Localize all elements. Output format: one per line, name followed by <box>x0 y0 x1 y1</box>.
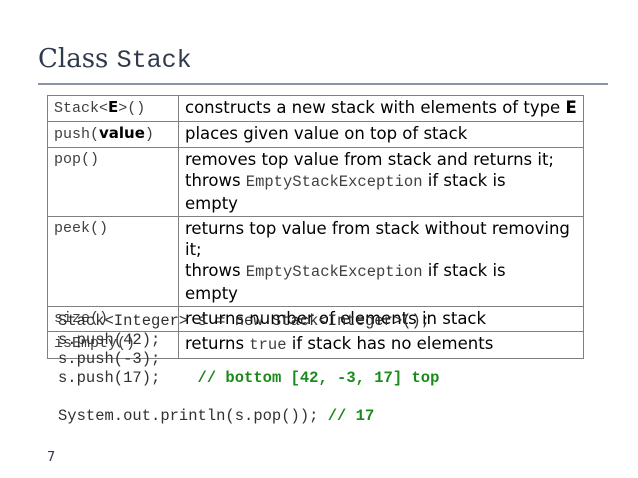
title-class-name: Stack <box>116 46 192 75</box>
table-row: Stack<E>() constructs a new stack with e… <box>47 95 584 122</box>
method-signature: pop() <box>47 147 179 217</box>
stack-methods-table: Stack<E>() constructs a new stack with e… <box>47 95 584 359</box>
title-underline <box>38 83 608 85</box>
table-row: push(value) places given value on top of… <box>47 121 584 148</box>
method-description: returns true if stack has no elements <box>178 331 584 359</box>
table-row: isEmpty() returns true if stack has no e… <box>47 331 584 359</box>
code-line: s.push(42); <box>58 331 161 349</box>
method-signature: Stack<E>() <box>47 95 179 122</box>
method-description: returns top value from stack without rem… <box>178 216 584 307</box>
method-signature: peek() <box>47 216 179 307</box>
method-description: places given value on top of stack <box>178 121 584 148</box>
method-description: removes top value from stack and returns… <box>178 147 584 217</box>
code-comment: // 17 <box>327 407 375 425</box>
page-number: 7 <box>47 450 56 465</box>
code-line: s.push(17); // bottom [42, -3, 17] top <box>58 369 440 387</box>
title-word: Class <box>38 44 109 74</box>
code-line: s.push(-3); <box>58 350 161 368</box>
code-example: Stack<Integer> s = new Stack<Integer>();… <box>58 312 439 426</box>
table-row: pop() removes top value from stack and r… <box>47 147 584 217</box>
method-description: constructs a new stack with elements of … <box>178 95 584 122</box>
slide-title: Class Stack <box>38 44 192 75</box>
method-description: returns number of elements in stack <box>178 306 584 332</box>
table-row: peek() returns top value from stack with… <box>47 216 584 307</box>
code-blank-line <box>58 388 439 407</box>
table-row: size() returns number of elements in sta… <box>47 306 584 332</box>
method-signature: push(value) <box>47 121 179 148</box>
method-signature: isEmpty() <box>47 331 179 359</box>
code-line: System.out.println(s.pop()); // 17 <box>58 407 375 425</box>
code-comment: // bottom [42, -3, 17] top <box>197 369 440 387</box>
code-line: Stack<Integer> s = new Stack<Integer>(); <box>58 312 431 330</box>
